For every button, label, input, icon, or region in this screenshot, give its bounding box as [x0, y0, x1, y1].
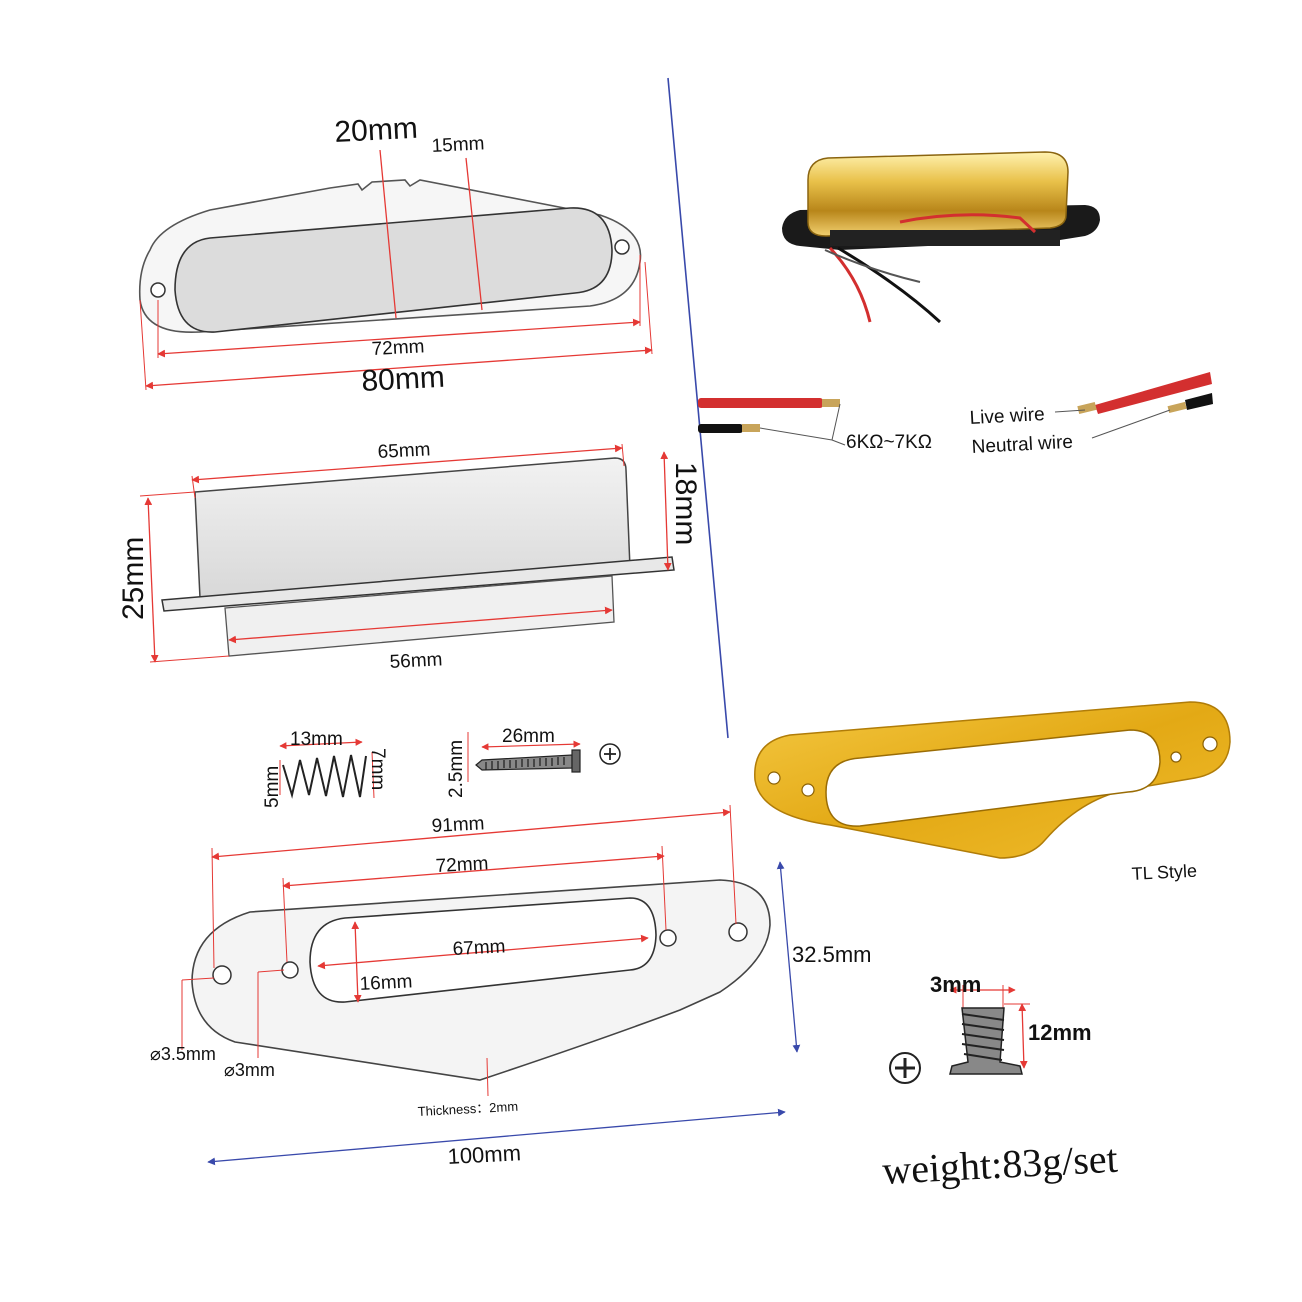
wire-black [837, 246, 942, 324]
dim-cover-height-label: 18mm [669, 462, 702, 545]
ring-hole-outer-left [212, 965, 232, 985]
dim-outer-length-label: 80mm [361, 361, 446, 398]
wiring-illustration: 6KΩ~7KΩ Live wire Neutral wire [698, 372, 1213, 458]
dim-pole-width-label: 15mm [431, 133, 485, 157]
dim-window-height-label: 16mm [359, 971, 413, 995]
thickness-label: Thickness：2mm [417, 1099, 518, 1119]
ring-hole-inner-left [281, 961, 299, 979]
dim-inner-length-label: 72mm [371, 336, 425, 360]
gold-ring-photo: TL Style [754, 701, 1231, 884]
pickup-cover [174, 207, 613, 333]
left-black-wire [698, 424, 743, 433]
spring-length-label: 13mm [290, 729, 343, 750]
neutral-wire-label: Neutral wire [971, 432, 1073, 458]
mount-hole-right [614, 239, 630, 255]
dim-hole-spacing-inner-label: 72mm [435, 853, 489, 877]
dim-bobbin-length-label: 56mm [389, 649, 443, 673]
dim-total-height-label: 25mm [117, 537, 150, 620]
dim-ring-height-label: 32.5mm [792, 942, 871, 967]
dim-hole-inner-label: ⌀3mm [224, 1060, 275, 1080]
gold-pickup-photo [782, 151, 1100, 324]
dim-hole-spacing-outer-label: 91mm [431, 813, 485, 837]
right-black-wire [1185, 393, 1213, 410]
ring-hole-outer-right [728, 922, 748, 942]
mounting-ring-drawing: 91mm 72mm 67mm 16mm 32.5mm ⌀3.5mm ⌀3mm T… [150, 804, 871, 1169]
mount-hole-left [150, 282, 166, 298]
live-wire-label: Live wire [969, 404, 1045, 429]
side-baseplate [161, 556, 675, 612]
weight-label: weight:83g/set [881, 1136, 1119, 1193]
resistance-label: 6KΩ~7KΩ [846, 432, 932, 453]
vertical-divider [667, 77, 729, 739]
screw: 26mm 2.5mm [446, 726, 621, 798]
dim-total-width-label: 20mm [334, 112, 419, 149]
wire-red [828, 246, 872, 323]
spring-large-diameter-label: 7mm [367, 748, 388, 790]
ring-hole-inner-right [659, 929, 677, 947]
dim-hole-outer-label: ⌀3.5mm [150, 1044, 216, 1064]
mount-screw-length-label: 12mm [1028, 1020, 1092, 1045]
mount-screw-head-label: 3mm [930, 972, 981, 997]
pickup-side-view: 65mm 18mm 25mm 56mm [117, 439, 702, 673]
mount-screw: 3mm 12mm [889, 972, 1092, 1084]
gold-ring-window [825, 729, 1161, 827]
dim-window-length-label: 67mm [452, 936, 506, 960]
spring: 13mm 5mm 7mm [262, 729, 388, 808]
pickup-top-view: 20mm 15mm 72mm 80mm [138, 112, 653, 398]
spring-coil [282, 754, 367, 799]
dim-cover-length-label: 65mm [377, 439, 431, 463]
right-red-wire [1095, 372, 1212, 414]
screw-length-label: 26mm [502, 726, 555, 747]
screw-head [571, 749, 581, 773]
left-red-wire [698, 398, 823, 408]
screw-diameter-label: 2.5mm [446, 740, 467, 798]
spring-small-diameter-label: 5mm [262, 766, 283, 808]
gold-cover [807, 151, 1069, 237]
dim-total-length-label: 100mm [447, 1140, 522, 1169]
tl-style-label: TL Style [1131, 861, 1197, 884]
